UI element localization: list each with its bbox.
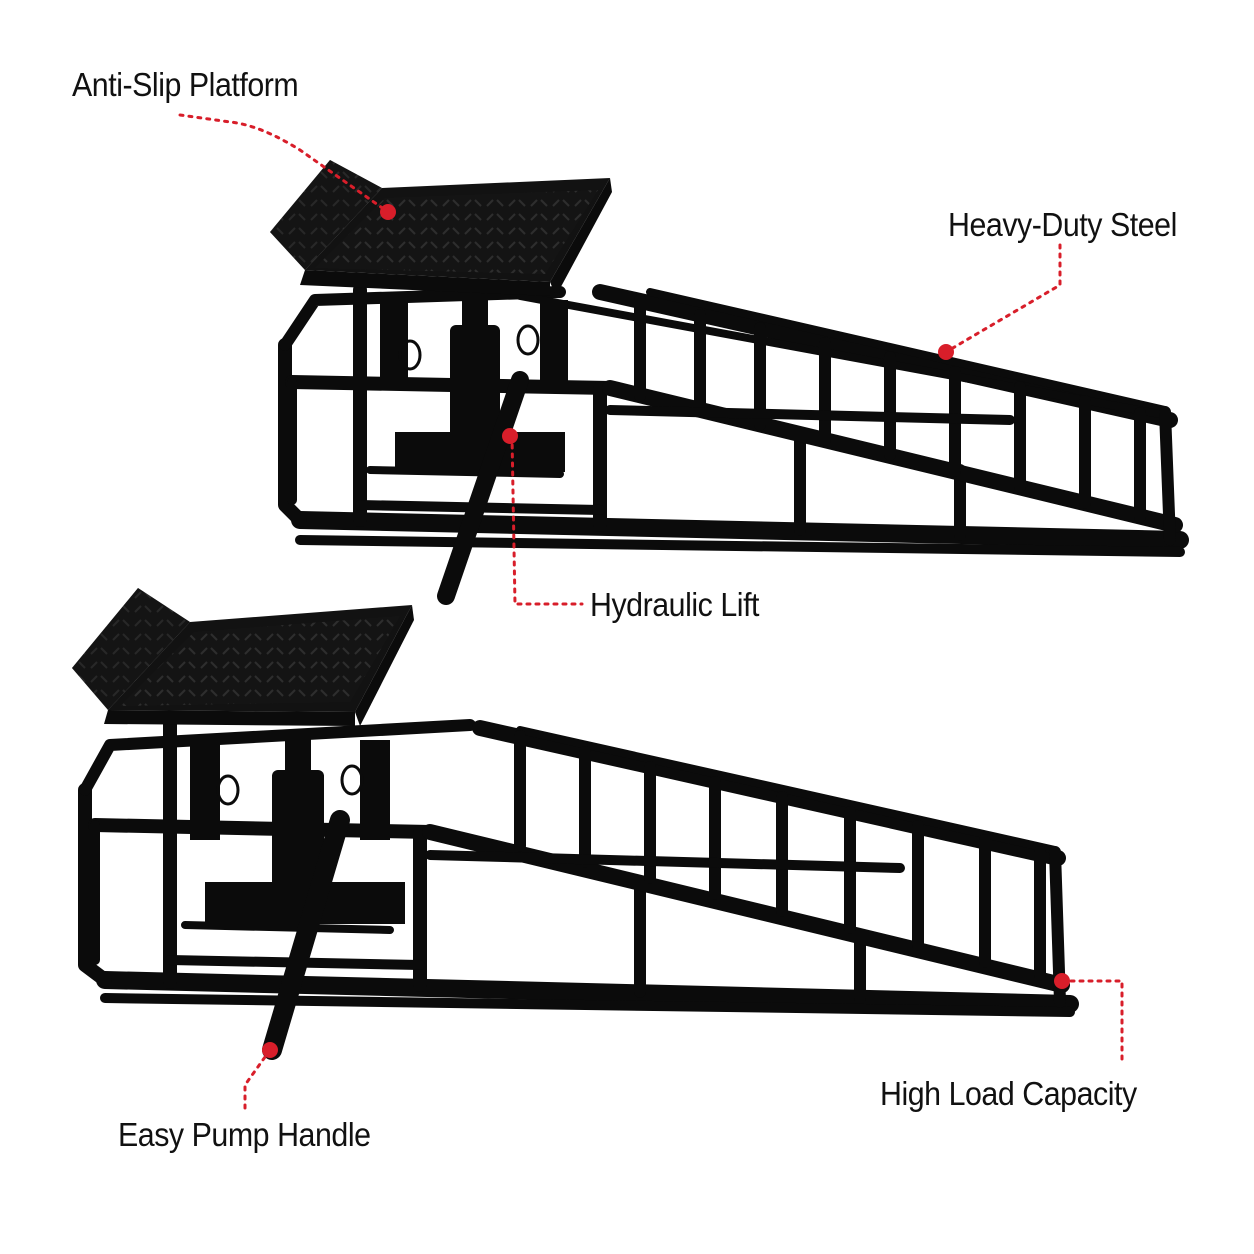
leader-hydraulic [510, 434, 584, 606]
dot-pump [262, 1042, 278, 1058]
top-ramp [278, 283, 1189, 557]
label-easy-pump-handle: Easy Pump Handle [118, 1116, 371, 1153]
top-anti-slip-platform [270, 160, 612, 296]
bottom-pump-handle [262, 810, 350, 1060]
dot-capacity [1054, 973, 1070, 989]
dot-anti-slip [380, 204, 396, 220]
top-pump-handle [437, 371, 529, 605]
callout-dots [262, 204, 1070, 1058]
leader-capacity [1060, 979, 1124, 1064]
leader-pump [243, 1048, 272, 1110]
label-heavy-duty-steel: Heavy-Duty Steel [948, 206, 1177, 243]
top-hydraulic-jack [380, 290, 568, 472]
label-anti-slip-platform: Anti-Slip Platform [72, 66, 299, 103]
dot-hydraulic [502, 428, 518, 444]
label-high-load-capacity: High Load Capacity [880, 1075, 1137, 1112]
leader-anti-slip [178, 113, 390, 214]
bottom-ramp [78, 713, 1079, 1017]
bottom-hydraulic-jack [190, 735, 405, 924]
bottom-anti-slip-platform [72, 588, 414, 726]
dot-steel [938, 344, 954, 360]
label-hydraulic-lift: Hydraulic Lift [590, 586, 760, 623]
leader-steel [944, 243, 1062, 354]
callout-leaders [178, 113, 1124, 1110]
